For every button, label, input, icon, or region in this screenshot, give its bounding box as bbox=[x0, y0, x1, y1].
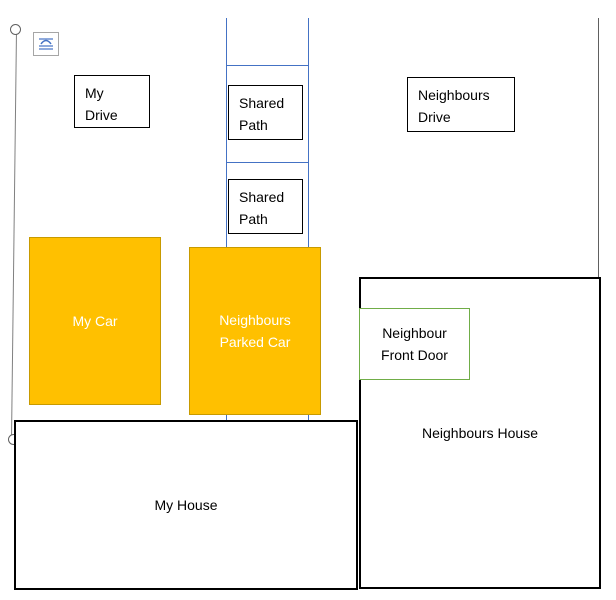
neighbours-drive-label: Neighbours Drive bbox=[407, 77, 515, 132]
parked-car-line-2: Parked Car bbox=[219, 334, 291, 350]
layout-options-icon[interactable] bbox=[33, 32, 59, 56]
path-divider bbox=[226, 162, 309, 163]
my-drive-line-2: Drive bbox=[85, 107, 118, 123]
shared-path-label-1: Shared Path bbox=[228, 85, 303, 140]
neighbours-drive-line-1: Neighbours bbox=[418, 87, 490, 103]
my-drive-label: My Drive bbox=[74, 75, 150, 128]
path-line-right bbox=[308, 18, 309, 420]
shared-path-label-2: Shared Path bbox=[228, 179, 303, 234]
front-door-line-2: Front Door bbox=[381, 347, 448, 363]
my-car-label: My Car bbox=[72, 313, 118, 329]
parked-car-line-1: Neighbours bbox=[219, 312, 291, 328]
resize-handle-icon[interactable] bbox=[10, 24, 21, 35]
shared-path-1-line-2: Path bbox=[239, 117, 268, 133]
neighbours-drive-line-2: Drive bbox=[418, 109, 451, 125]
path-line-left bbox=[226, 18, 227, 420]
neighbours-parked-car: Neighbours Parked Car bbox=[189, 247, 321, 415]
shared-path-2-line-1: Shared bbox=[239, 189, 285, 205]
shared-path-2-line-2: Path bbox=[239, 211, 268, 227]
front-door-line-1: Neighbour bbox=[382, 325, 447, 341]
my-car: My Car bbox=[29, 237, 161, 405]
neighbours-house-label: Neighbours House bbox=[422, 425, 538, 441]
my-house-label: My House bbox=[154, 497, 218, 513]
shared-path-1-line-1: Shared bbox=[239, 95, 285, 111]
my-house: My House bbox=[14, 420, 358, 590]
neighbour-front-door: Neighbour Front Door bbox=[359, 308, 470, 380]
my-drive-line-1: My bbox=[85, 85, 104, 101]
path-divider bbox=[226, 65, 309, 66]
boundary-line-right bbox=[598, 18, 599, 278]
